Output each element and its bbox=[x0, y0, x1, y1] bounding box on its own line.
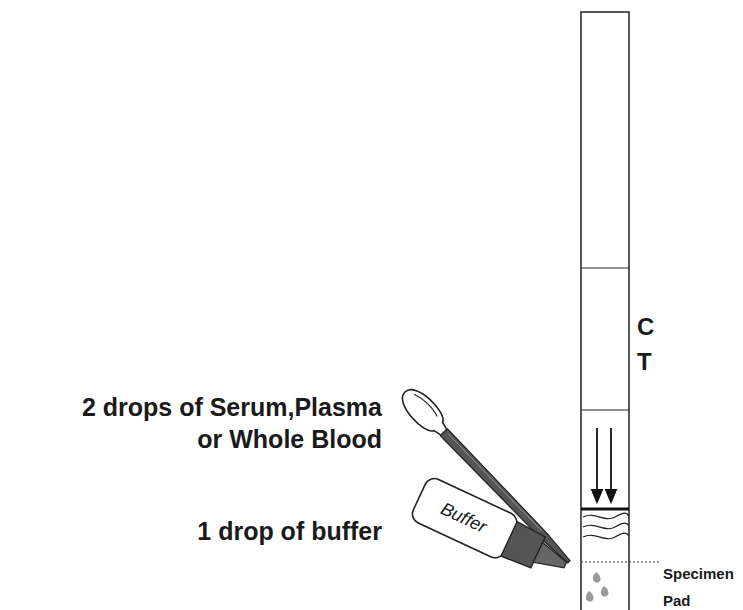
window-line bbox=[581, 409, 629, 410]
test-line-label: T bbox=[637, 348, 652, 376]
window-line bbox=[581, 267, 629, 268]
dropper bbox=[396, 383, 578, 571]
sample-instruction: 2 drops of Serum,Plasma or Whole Blood bbox=[67, 391, 382, 455]
buffer-bottle: Buffer bbox=[408, 474, 572, 586]
conjugate-waves bbox=[583, 513, 629, 539]
buffer-instruction: 1 drop of buffer bbox=[82, 515, 382, 547]
specimen-drops bbox=[586, 572, 609, 602]
pad-boundary bbox=[581, 561, 660, 562]
test-strip bbox=[581, 12, 629, 610]
specimen-pad-label: Specimen Pad bbox=[663, 560, 740, 610]
flow-arrows bbox=[592, 428, 616, 502]
conjugate-line bbox=[581, 508, 629, 511]
bottle-outline bbox=[408, 474, 572, 586]
control-line-label: C bbox=[637, 313, 654, 341]
